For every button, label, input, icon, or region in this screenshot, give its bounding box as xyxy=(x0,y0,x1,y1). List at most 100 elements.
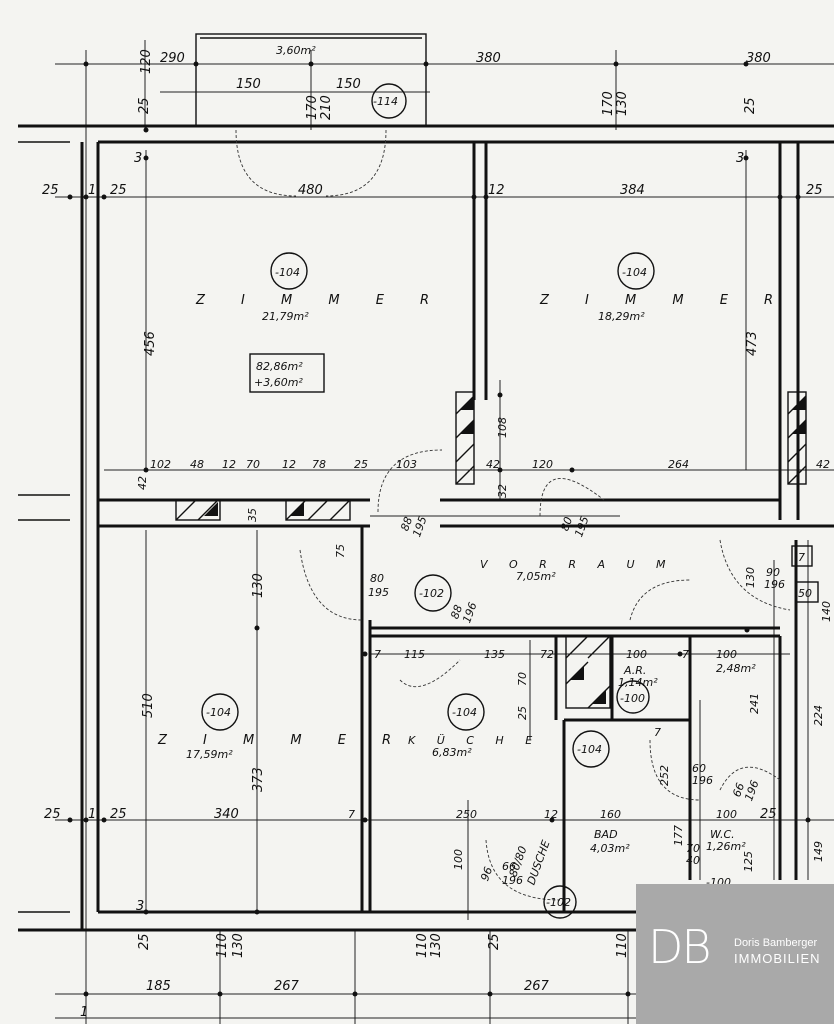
svg-text:252: 252 xyxy=(658,765,671,786)
total-area: 82,86m² xyxy=(256,360,303,373)
svg-text:130: 130 xyxy=(429,933,444,958)
svg-text:70: 70 xyxy=(516,672,529,686)
svg-text:149: 149 xyxy=(812,841,825,862)
svg-text:40: 40 xyxy=(686,854,700,867)
svg-text:7: 7 xyxy=(348,808,355,821)
svg-text:90: 90 xyxy=(766,566,780,579)
room-area-gang: 2,48m² xyxy=(716,662,756,675)
door-swings xyxy=(235,129,791,901)
svg-text:7: 7 xyxy=(654,726,661,739)
room-label-vorraum: V O R R A U M xyxy=(480,558,675,571)
svg-text:3: 3 xyxy=(736,151,744,166)
room-label-zimmer-1: Z I M M E R xyxy=(195,293,445,308)
svg-text:160: 160 xyxy=(600,808,621,821)
svg-text:130: 130 xyxy=(744,567,757,588)
svg-text:130: 130 xyxy=(231,933,246,958)
svg-text:480: 480 xyxy=(298,183,323,198)
svg-text:100: 100 xyxy=(452,849,465,870)
room-label-bad: BAD xyxy=(594,828,618,841)
dimension-text-inner: 480 384 456 473 12 25 25 1 3 3 25 xyxy=(42,151,823,356)
room-number-bad: -104 xyxy=(577,743,602,756)
svg-text:66: 66 xyxy=(730,781,747,799)
svg-text:340: 340 xyxy=(214,807,239,822)
svg-text:170: 170 xyxy=(305,95,320,120)
svg-text:42: 42 xyxy=(136,476,149,490)
svg-text:290: 290 xyxy=(160,51,185,66)
svg-text:130: 130 xyxy=(251,573,266,598)
room-area-zimmer-3: 17,59m² xyxy=(186,748,233,761)
svg-text:241: 241 xyxy=(748,693,761,714)
svg-text:96: 96 xyxy=(478,865,495,883)
dimension-text-bottom: 185 267 267 110 130 110 130 110 25 25 1 xyxy=(80,933,630,1020)
svg-text:25: 25 xyxy=(354,458,368,471)
dimension-text-top: 120 290 380 380 150 150 170 210 170 130 … xyxy=(137,49,771,120)
room-number-kueche: -104 xyxy=(452,706,477,719)
room-area-kueche: 6,83m² xyxy=(432,746,472,759)
svg-text:25: 25 xyxy=(806,183,823,198)
svg-text:380: 380 xyxy=(476,51,501,66)
svg-text:177: 177 xyxy=(672,825,685,846)
svg-text:196: 196 xyxy=(742,779,761,803)
svg-text:110: 110 xyxy=(415,933,430,958)
room-area-vorraum: 7,05m² xyxy=(516,570,556,583)
room-number-ar: -100 xyxy=(620,692,645,705)
svg-text:7: 7 xyxy=(682,648,689,661)
dimension-text-lower: 130 510 373 340 115 135 100 100 72 70 25… xyxy=(44,566,833,914)
room-area-ar: 1,14m² xyxy=(618,676,658,689)
svg-text:100: 100 xyxy=(716,808,737,821)
svg-text:25: 25 xyxy=(110,807,127,822)
logo-company-name: Doris Bamberger xyxy=(734,937,818,949)
room-area-balkon: 3,60m² xyxy=(276,44,316,57)
logo-company-subtitle: IMMOBILIEN xyxy=(734,951,821,966)
svg-text:1: 1 xyxy=(88,807,96,822)
svg-text:12: 12 xyxy=(282,458,296,471)
svg-text:130: 130 xyxy=(615,91,630,116)
plan-number-2: 50 xyxy=(798,587,812,600)
room-number-zimmer-3: -104 xyxy=(206,706,231,719)
svg-text:195: 195 xyxy=(410,515,429,539)
svg-text:110: 110 xyxy=(615,933,630,958)
svg-text:25: 25 xyxy=(110,183,127,198)
room-label-ar: A.R. xyxy=(623,664,646,677)
svg-text:170: 170 xyxy=(601,91,616,116)
dusche-label: DUSCHE xyxy=(525,839,553,887)
room-area-zimmer-1: 21,79m² xyxy=(262,310,309,323)
svg-text:80: 80 xyxy=(370,572,384,585)
svg-text:78: 78 xyxy=(312,458,326,471)
svg-text:25: 25 xyxy=(42,183,59,198)
svg-text:100: 100 xyxy=(626,648,647,661)
svg-text:103: 103 xyxy=(396,458,417,471)
room-label-zimmer-3: Z I M M E R xyxy=(157,733,407,748)
room-area-zimmer-2: 18,29m² xyxy=(598,310,645,323)
svg-text:88: 88 xyxy=(448,603,465,621)
svg-text:115: 115 xyxy=(404,648,425,661)
svg-text:210: 210 xyxy=(319,95,334,120)
room-number-zimmer-1: -104 xyxy=(275,266,300,279)
room-label-zimmer-2: Z I M M E R xyxy=(539,293,789,308)
plan-number-1: 7 xyxy=(798,551,805,564)
svg-text:12: 12 xyxy=(488,183,505,198)
svg-text:60: 60 xyxy=(692,762,706,775)
svg-text:125: 125 xyxy=(742,851,755,872)
svg-text:80: 80 xyxy=(558,515,575,533)
svg-text:473: 473 xyxy=(745,331,760,356)
svg-text:100: 100 xyxy=(716,648,737,661)
svg-text:42: 42 xyxy=(486,458,500,471)
svg-text:264: 264 xyxy=(668,458,689,471)
room-number-vorraum: -102 xyxy=(419,587,444,600)
svg-text:120: 120 xyxy=(532,458,553,471)
svg-text:3: 3 xyxy=(134,151,142,166)
svg-text:196: 196 xyxy=(460,601,479,625)
svg-text:35: 35 xyxy=(246,508,259,522)
svg-text:25: 25 xyxy=(137,933,152,950)
svg-text:3: 3 xyxy=(136,899,144,914)
svg-text:185: 185 xyxy=(146,979,171,994)
svg-text:48: 48 xyxy=(190,458,204,471)
svg-text:135: 135 xyxy=(484,648,505,661)
room-labels: -104 Z I M M E R 21,79m² -104 Z I M M E … xyxy=(157,44,812,909)
svg-text:66: 66 xyxy=(502,860,516,873)
svg-text:42: 42 xyxy=(816,458,830,471)
svg-text:196: 196 xyxy=(692,774,713,787)
svg-text:267: 267 xyxy=(524,979,550,994)
svg-text:32: 32 xyxy=(496,484,509,498)
